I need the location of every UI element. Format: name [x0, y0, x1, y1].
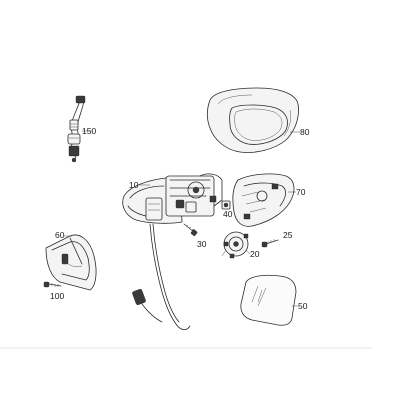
callout-60: 60 — [55, 230, 65, 240]
part-30-screw[interactable] — [183, 223, 198, 237]
cable-harness — [132, 223, 191, 330]
part-25-screw[interactable] — [261, 239, 279, 248]
part-40-clip[interactable] — [221, 200, 231, 210]
part-10-mirror-base-assembly[interactable] — [122, 173, 223, 224]
callout-80: 80 — [300, 127, 310, 137]
part-80-mirror-cover[interactable] — [206, 87, 299, 153]
part-100-screw[interactable] — [43, 281, 62, 288]
callout-50: 50 — [298, 301, 308, 311]
part-20-mirror-motor[interactable] — [221, 231, 251, 259]
callout-40: 40 — [223, 209, 233, 219]
callout-70: 70 — [296, 187, 306, 197]
part-50-mirror-glass[interactable] — [240, 274, 297, 326]
callout-150: 150 — [82, 126, 96, 136]
part-60-side-housing[interactable] — [45, 234, 97, 291]
callout-20: 20 — [250, 249, 260, 259]
callout-30: 30 — [197, 239, 207, 249]
callout-25: 25 — [283, 230, 293, 240]
callout-100: 100 — [50, 291, 64, 301]
part-70-inner-housing[interactable] — [232, 173, 295, 227]
callout-10: 10 — [129, 180, 139, 190]
part-150-wiring-connector[interactable] — [67, 95, 86, 163]
